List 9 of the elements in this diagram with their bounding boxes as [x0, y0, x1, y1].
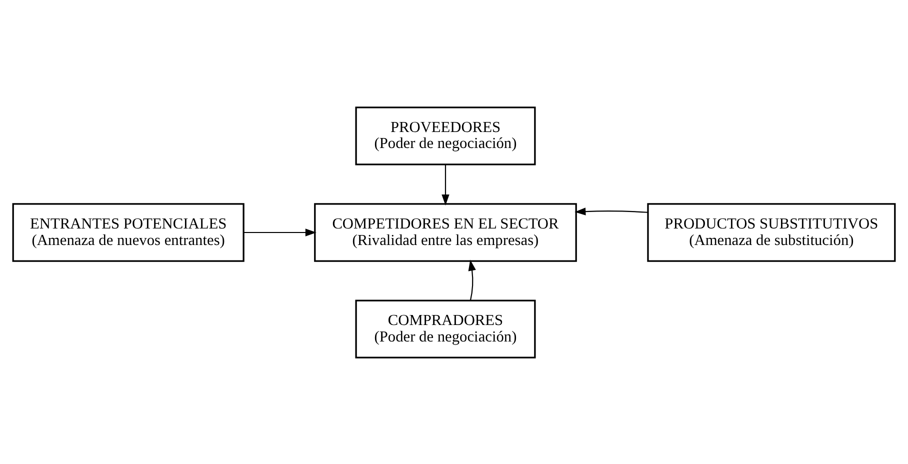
- arrow: [442, 164, 450, 205]
- node-box: ENTRANTES POTENCIALES (Amenaza de nuevos entrantes): [12, 202, 244, 262]
- arrow: [574, 207, 648, 215]
- node-box: COMPETIDORES EN EL SECTOR (Rivalidad entre las empresas): [314, 202, 577, 262]
- node-box: PROVEEDORES (Poder de negociación): [355, 106, 536, 165]
- arrow: [468, 259, 476, 300]
- node-box: PRODUCTOS SUBSTITUTIVOS (Amenaza de substitución): [647, 202, 896, 262]
- node-box: COMPRADORES (Poder de negociación): [355, 299, 536, 358]
- arrow: [244, 228, 316, 236]
